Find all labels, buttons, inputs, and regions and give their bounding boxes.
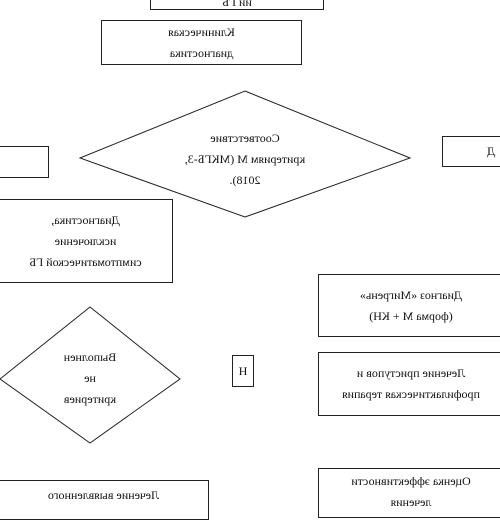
efficacy-evaluation-line-2: лечения: [390, 495, 432, 509]
right-edge-box: Д: [442, 136, 500, 167]
criteria-decision-text: Соответствие критериям M (МКГБ-3, 2018).: [150, 121, 340, 197]
left-edge-box: [0, 146, 49, 178]
criteria-decision-line-1: Соответствие: [210, 130, 280, 145]
treatment-identified-line-1: Лечение выявленного: [47, 488, 160, 502]
treatment-attacks-line-2: профилактическая терапия: [342, 387, 480, 401]
criteria-met-line-3: критериев: [63, 391, 117, 406]
criteria-met-line-2: не: [84, 370, 96, 385]
clinical-diagnosis-line-2: диагностика: [169, 45, 234, 60]
criteria-met-line-1: Выполнен: [63, 349, 117, 364]
criteria-decision-diamond: [78, 90, 412, 218]
efficacy-evaluation-box: Оценка эффективности лечения: [318, 468, 500, 518]
exclusion-line-1: Диагностика,: [51, 212, 120, 227]
exclusion-box: Диагностика, исключение симптоматической…: [0, 199, 173, 283]
migraine-diagnosis-line-1: Диагноз «Мигрень»: [359, 287, 463, 302]
treatment-attacks-line-1: Лечение приступов и: [356, 366, 466, 380]
clinical-diagnosis-box: Клиническая диагностика: [101, 20, 302, 65]
treatment-attacks-box: Лечение приступов и профилактическая тер…: [318, 352, 500, 416]
top-fragment-box: ии ГБ: [150, 0, 324, 10]
exclusion-line-3: симптоматической ГБ: [29, 254, 142, 269]
top-fragment-line-1: ии ГБ: [222, 0, 252, 9]
criteria-met-decision-text: Выполнен не критериев: [35, 342, 145, 414]
criteria-met-decision-diamond: [0, 306, 181, 444]
exclusion-line-2: исключение: [54, 233, 117, 248]
criteria-decision-line-3: 2018).: [229, 172, 261, 187]
small-n-line-1: Н: [238, 363, 248, 378]
migraine-diagnosis-line-2: (форма M + КН): [369, 308, 453, 323]
right-edge-box-line-1: Д: [487, 144, 496, 158]
efficacy-evaluation-line-1: Оценка эффективности: [351, 474, 471, 488]
migraine-diagnosis-box: Диагноз «Мигрень» (форма M + КН): [318, 274, 500, 337]
treatment-identified-box: Лечение выявленного: [0, 480, 209, 520]
small-n-box: Н: [232, 355, 254, 387]
criteria-decision-line-2: критериям M (МКГБ-3,: [184, 151, 306, 166]
clinical-diagnosis-line-1: Клиническая: [168, 24, 235, 39]
